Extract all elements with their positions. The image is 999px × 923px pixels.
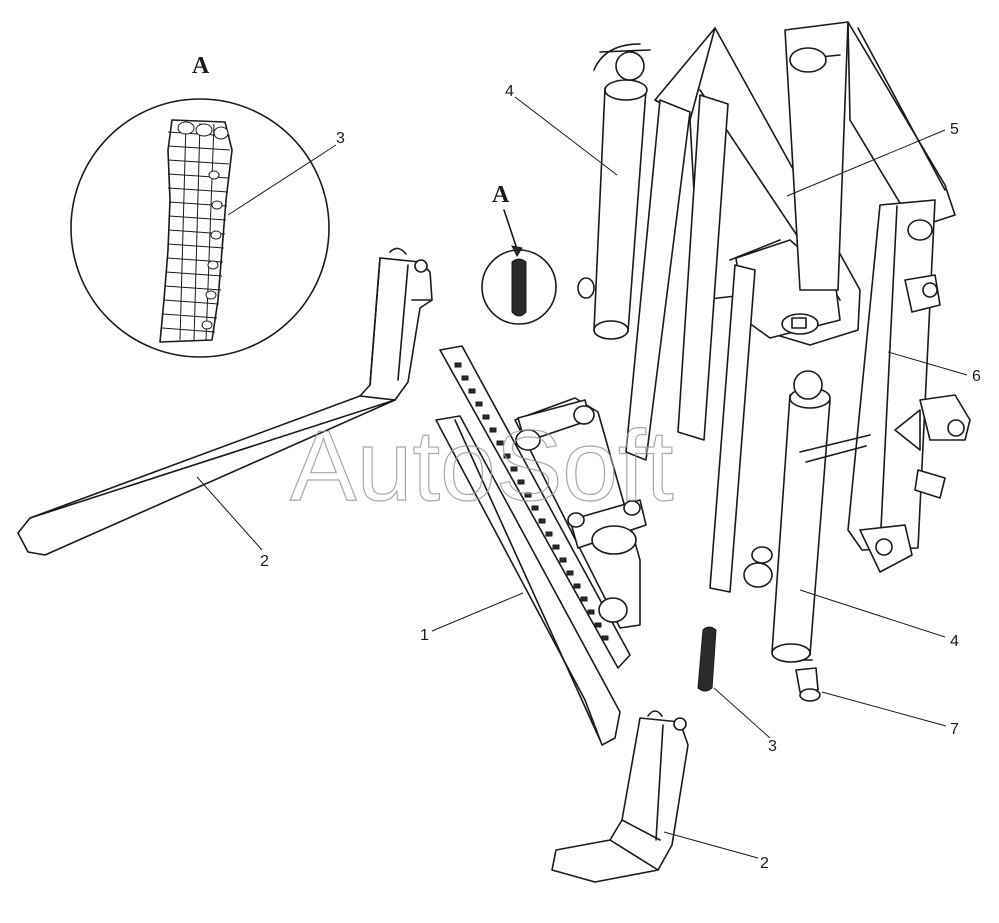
callout-2-left: 2 [260,553,269,570]
inner-mast [709,21,956,593]
carriage-plate [435,345,647,746]
leader-6 [887,351,968,376]
detail-view-a: A [70,53,330,358]
section-marker-label: A [492,182,510,208]
callout-4-bottom: 4 [950,633,959,650]
detail-view-label: A [192,53,210,79]
leader-3-detail [227,144,337,216]
fork-bottom [551,710,689,883]
callout-7: 7 [950,721,959,738]
leader-4-bottom [799,589,946,638]
chain-detail [159,119,233,343]
leader-2-left [196,476,263,551]
callout-4-top: 4 [505,83,514,100]
section-marker-a: A [481,182,557,325]
callout-6: 6 [972,368,981,385]
leader-1 [431,592,524,632]
leader-4-top [514,96,618,176]
callout-labels: 3 4 5 6 2 1 4 3 7 2 [260,83,981,872]
detail-circle [70,98,330,358]
leader-5 [786,129,946,197]
watermark: AutoSoft [290,410,674,522]
fitting [795,659,821,702]
leader-2-bottom [663,831,759,859]
lift-cylinder-top [577,43,651,340]
section-marker-circle [481,249,557,325]
callout-3-detail: 3 [336,130,345,147]
lift-cylinder-bottom [743,370,871,663]
callout-3-bottom: 3 [768,738,777,755]
chain-loose [697,626,717,692]
leader-7 [821,691,947,727]
callout-1: 1 [420,627,429,644]
side-rail [847,199,971,573]
leader-lines [196,96,968,859]
fork-left [17,247,433,556]
callout-2-bottom: 2 [760,855,769,872]
leader-3-bottom [713,687,771,739]
chain-section-icon [511,258,527,317]
callout-5: 5 [950,121,959,138]
